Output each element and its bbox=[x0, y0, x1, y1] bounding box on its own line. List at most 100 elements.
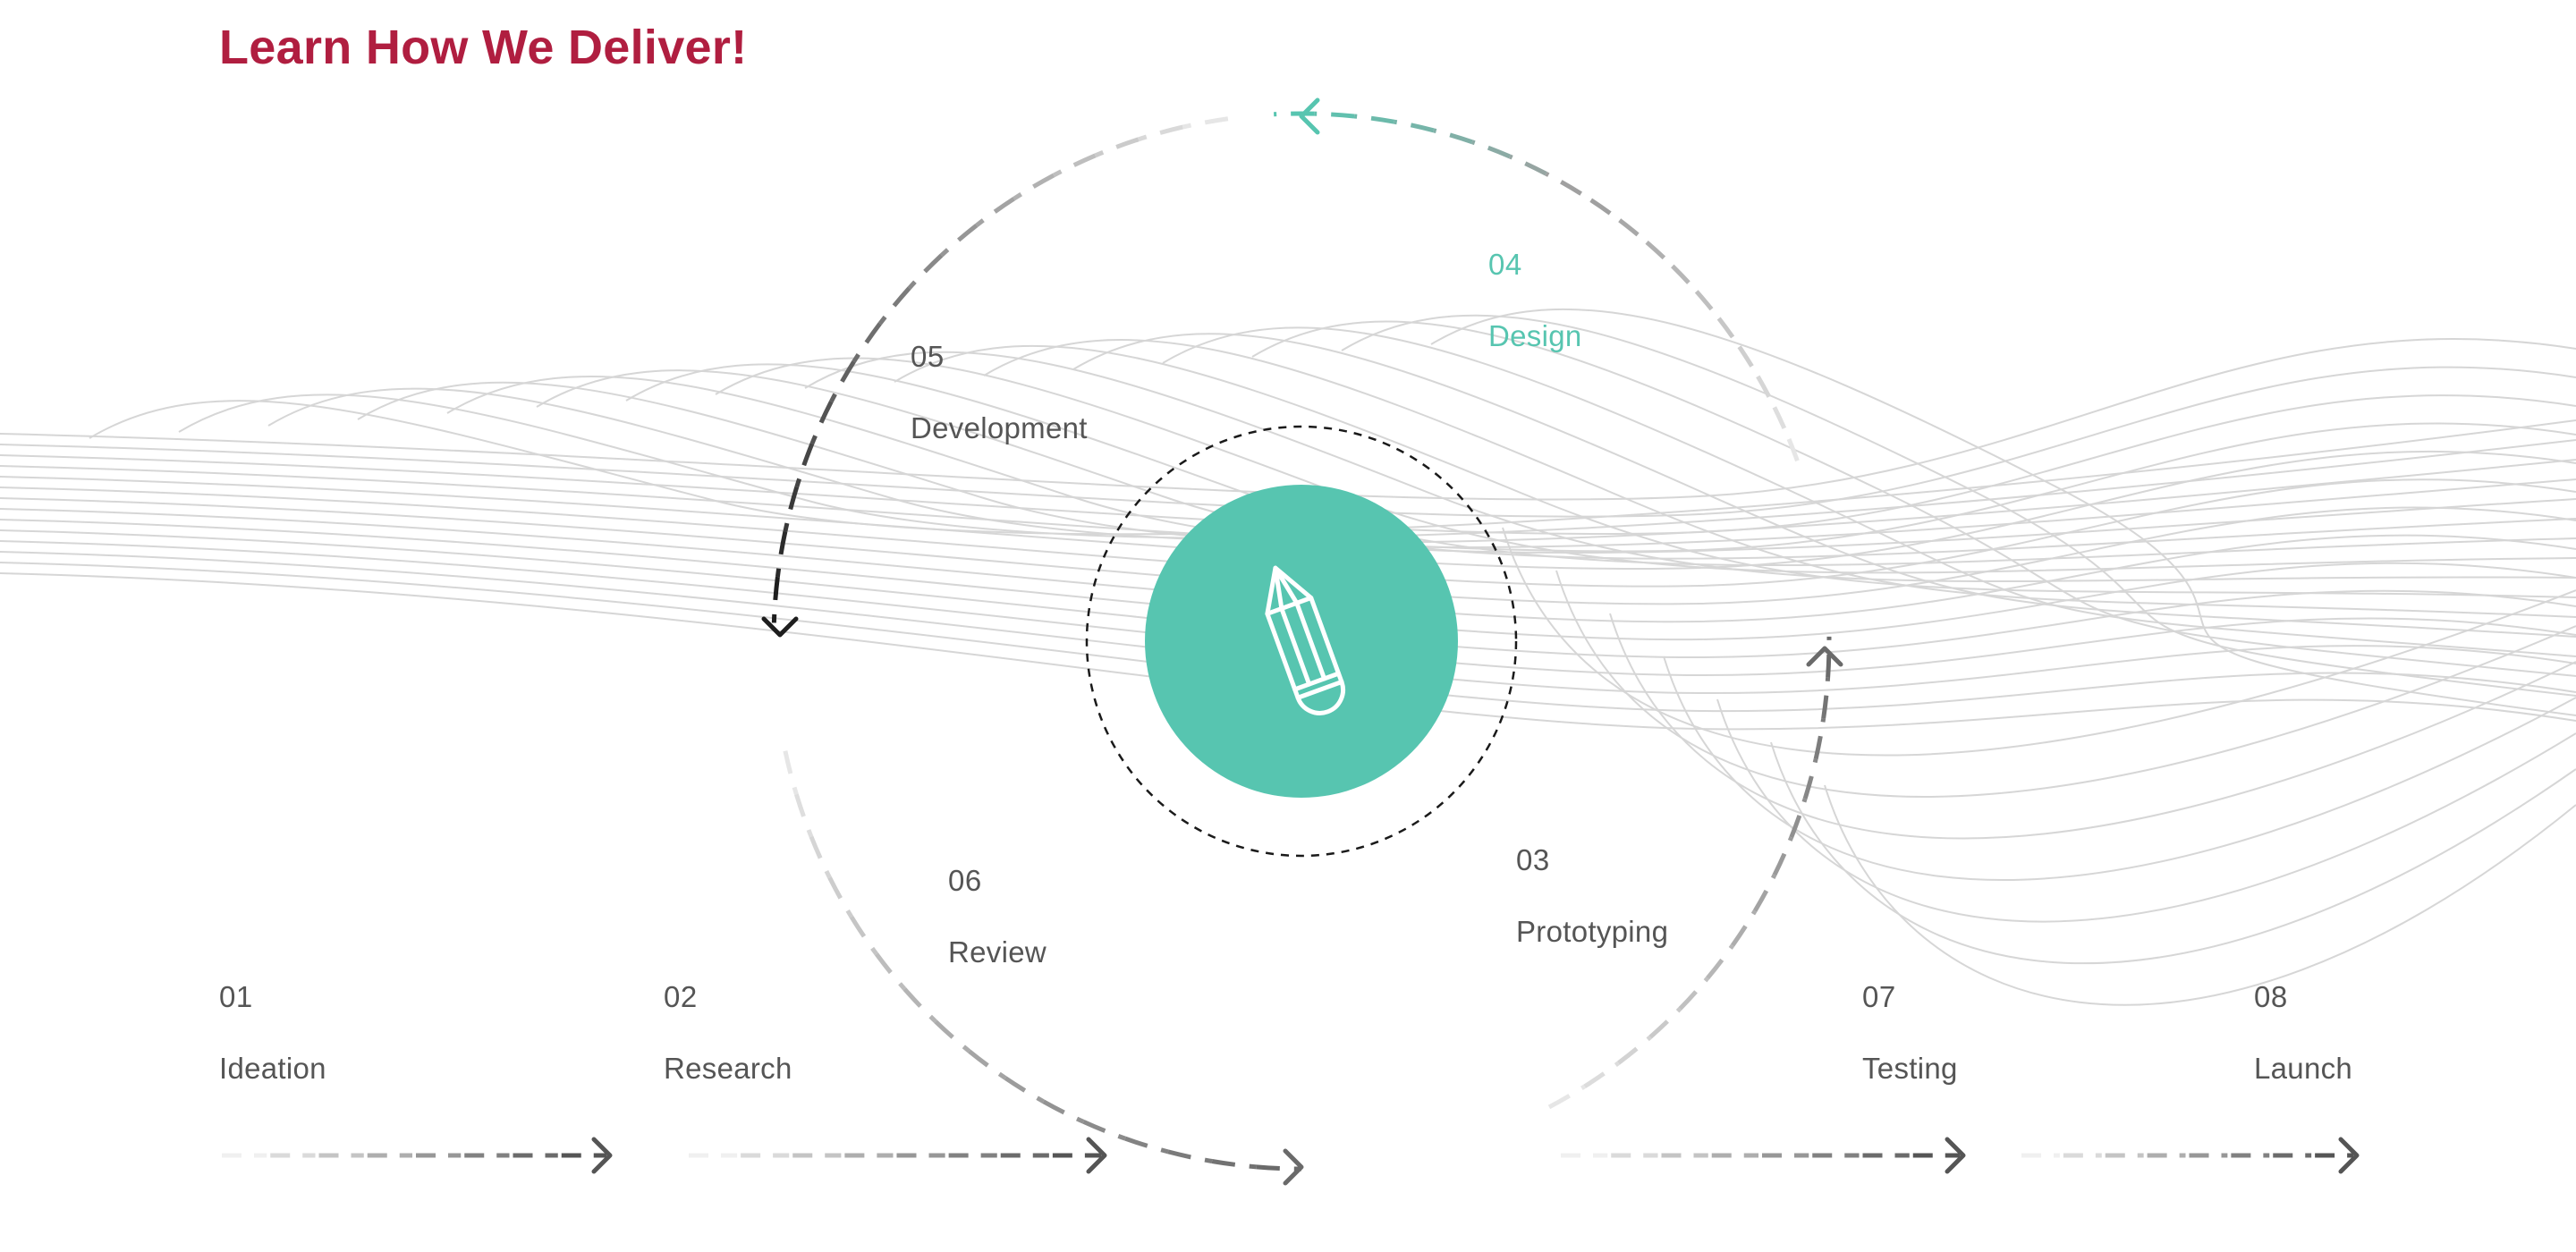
step-03-prototyping: 03 Prototyping bbox=[1516, 842, 1668, 950]
arc-segment bbox=[1353, 114, 1395, 124]
arc-segment bbox=[1182, 116, 1229, 130]
arc-design-accent bbox=[1273, 111, 1582, 196]
wave-mesh bbox=[0, 308, 2576, 1006]
arc-review bbox=[783, 750, 1302, 1172]
step-number: 02 bbox=[664, 980, 698, 1013]
flow-arrowhead bbox=[1945, 1137, 1966, 1174]
wave-line bbox=[1663, 656, 2576, 881]
wave-line bbox=[894, 344, 2576, 598]
arrowhead-top bbox=[1299, 97, 1320, 135]
wave-line bbox=[0, 519, 2576, 641]
wave-line bbox=[1770, 741, 2576, 964]
arc-segment bbox=[1042, 1099, 1085, 1124]
arc-segment bbox=[1687, 281, 1714, 311]
arc-segment bbox=[1004, 1076, 1045, 1104]
flow-cycle-to-testing bbox=[1561, 1137, 1966, 1174]
arc-segment bbox=[1789, 798, 1808, 839]
wave-line bbox=[0, 572, 2576, 731]
arc-segment bbox=[874, 952, 907, 991]
wave-line bbox=[804, 351, 2576, 583]
arc-segment bbox=[1052, 153, 1097, 178]
wave-line bbox=[0, 529, 2576, 659]
arc-segment bbox=[1709, 308, 1735, 339]
wave-line bbox=[0, 508, 2576, 623]
arc-segment bbox=[1013, 173, 1055, 201]
arc-segment bbox=[1124, 1136, 1169, 1155]
wave-line bbox=[357, 381, 2576, 549]
arc-segment bbox=[1648, 1007, 1682, 1039]
hub-disc bbox=[1145, 485, 1458, 798]
arc-segment bbox=[1616, 1035, 1652, 1065]
arc-segment bbox=[1545, 172, 1582, 196]
pencil-icon bbox=[1265, 565, 1346, 715]
arc-segment bbox=[1750, 365, 1772, 398]
arc-segment bbox=[939, 224, 979, 258]
arrowhead-path bbox=[1283, 1148, 1304, 1186]
wave-line bbox=[1502, 527, 2576, 757]
arc-segment bbox=[1471, 140, 1511, 159]
arc-segment bbox=[1211, 1159, 1258, 1170]
arc-segment bbox=[1752, 874, 1777, 912]
step-label: Testing bbox=[1862, 1052, 1958, 1085]
arrowhead-right bbox=[1806, 646, 1843, 667]
arc-segment bbox=[1678, 977, 1710, 1011]
arc-segment bbox=[1508, 154, 1547, 176]
arc-segment bbox=[1608, 211, 1640, 237]
arc-segment bbox=[1256, 1164, 1302, 1172]
arc-segment bbox=[783, 486, 800, 532]
arc-segment bbox=[829, 360, 856, 403]
cycle-arcs bbox=[761, 97, 1843, 1186]
arc-segment bbox=[1580, 191, 1612, 216]
step-number: 04 bbox=[1488, 248, 1522, 281]
step-07-testing: 07 Testing bbox=[1862, 979, 1958, 1087]
arc-segment bbox=[1826, 636, 1832, 678]
wave-line bbox=[0, 478, 2576, 588]
wave-line bbox=[0, 562, 2576, 713]
arc-segment bbox=[1433, 128, 1473, 145]
step-02-research: 02 Research bbox=[664, 979, 792, 1087]
arrowhead-left bbox=[761, 616, 799, 638]
arc-segment bbox=[1583, 1061, 1620, 1088]
step-08-launch: 08 Launch bbox=[2254, 979, 2352, 1087]
step-number: 07 bbox=[1862, 980, 1896, 1013]
arc-segment bbox=[1730, 909, 1758, 947]
wave-line bbox=[0, 540, 2576, 677]
arc-development bbox=[771, 116, 1229, 623]
arc-segment bbox=[1731, 335, 1754, 368]
wave-line bbox=[1430, 308, 2576, 716]
hub-dotted-ring bbox=[1085, 425, 1518, 858]
arc-segment bbox=[1767, 395, 1787, 429]
arc-segment bbox=[794, 793, 814, 838]
step-label: Development bbox=[911, 411, 1088, 444]
step-number: 05 bbox=[911, 340, 945, 373]
flow-arrowhead bbox=[1086, 1137, 1107, 1174]
arc-segment bbox=[1802, 758, 1818, 799]
wave-line bbox=[0, 450, 2576, 571]
step-number: 03 bbox=[1516, 843, 1550, 876]
arc-segment bbox=[852, 322, 882, 363]
wave-line bbox=[446, 375, 2576, 554]
arc-segment bbox=[794, 443, 815, 488]
arc-segment bbox=[907, 253, 944, 290]
wave-line bbox=[267, 387, 2576, 544]
step-label: Research bbox=[664, 1052, 792, 1085]
arc-segment bbox=[775, 530, 788, 578]
flow-arrows bbox=[222, 1137, 2360, 1174]
arc-segment bbox=[1706, 943, 1735, 980]
arc-segment bbox=[975, 197, 1016, 228]
arc-segment bbox=[1782, 427, 1800, 462]
wave-line bbox=[1072, 333, 2576, 638]
wave-line bbox=[89, 400, 2576, 536]
arc-segment bbox=[1314, 111, 1355, 119]
step-label: Launch bbox=[2254, 1052, 2353, 1085]
step-06-review: 06 Review bbox=[948, 863, 1046, 970]
arrowhead-path bbox=[1299, 97, 1320, 135]
center-hub bbox=[1085, 425, 1518, 858]
arc-design-approach bbox=[1580, 191, 1800, 462]
step-number: 06 bbox=[948, 864, 982, 897]
wave-line bbox=[1251, 320, 2576, 677]
arc-segment bbox=[968, 1049, 1007, 1080]
arrowhead-bottom bbox=[1283, 1148, 1304, 1186]
